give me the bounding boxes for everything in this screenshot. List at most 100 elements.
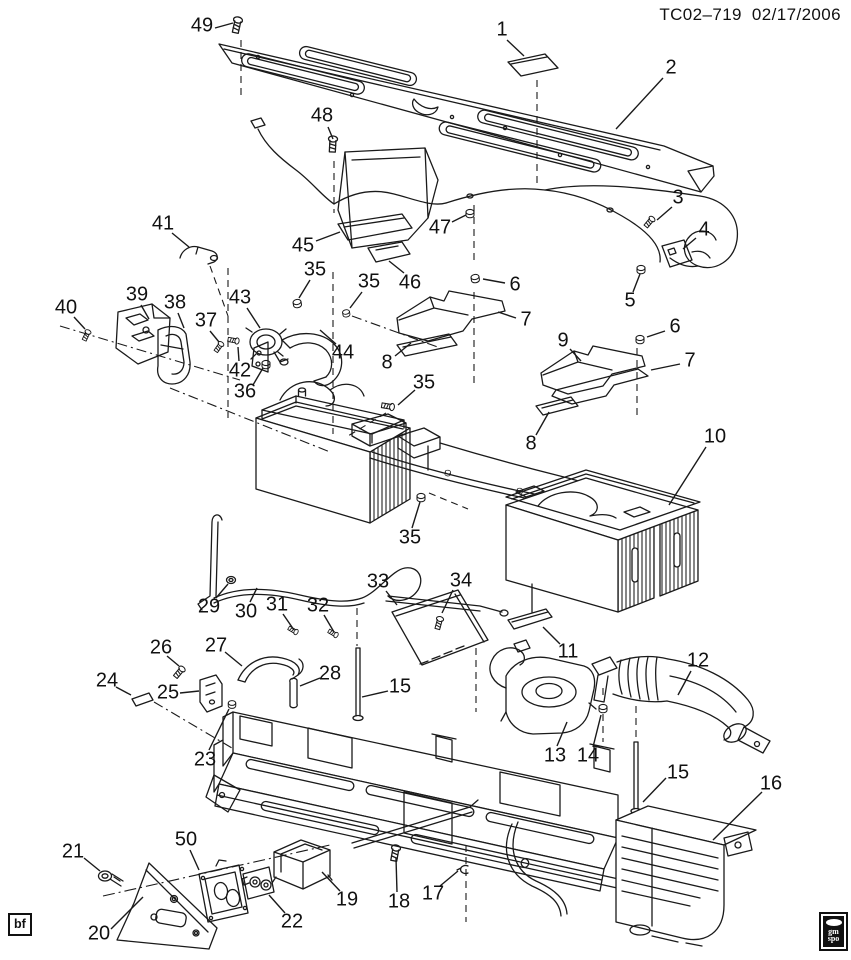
callout-23: 23 [193, 748, 217, 771]
callout-2: 2 [665, 56, 677, 79]
callout-7: 7 [520, 308, 532, 331]
leader-line-43 [246, 307, 261, 329]
callout-49: 49 [190, 14, 214, 37]
leader-line-35 [349, 291, 363, 309]
leader-line-4 [682, 237, 697, 250]
leader-line-9 [569, 348, 582, 362]
page-mark-bf: bf [8, 913, 32, 936]
gm-spo-logo: gm spo [819, 912, 848, 951]
part-solenoid-39 [115, 303, 171, 365]
part-support-bracket [337, 147, 439, 263]
part-warning-label [507, 53, 559, 77]
leader-line-22 [268, 894, 286, 914]
callout-22: 22 [280, 910, 304, 933]
leader-line-30 [249, 587, 258, 603]
callout-43: 43 [228, 286, 252, 309]
gm-logo-text-bottom: spo [827, 934, 840, 943]
callout-34: 34 [449, 569, 473, 592]
leader-line-24 [115, 686, 132, 696]
leader-line-7 [650, 363, 681, 371]
callout-27: 27 [204, 634, 228, 657]
leader-line-15 [642, 777, 667, 803]
callout-33: 33 [366, 570, 390, 593]
callout-39: 39 [125, 283, 149, 306]
callout-12: 12 [686, 649, 710, 672]
nut-6-right [635, 334, 645, 345]
leader-line-15 [361, 690, 389, 698]
leader-line-25 [179, 690, 200, 694]
leader-line-5 [632, 273, 641, 293]
leader-line-23 [208, 708, 230, 751]
part-hose-44 [251, 333, 343, 387]
callout-28: 28 [318, 662, 342, 685]
leader-line-37 [209, 330, 220, 343]
document-code: TC02–719 [659, 5, 742, 24]
part-connector-22 [241, 866, 275, 900]
part-connector-4 [661, 239, 711, 268]
callout-29: 29 [197, 595, 221, 618]
part-strap-11 [507, 608, 553, 630]
part-retainer-25 [199, 674, 223, 713]
part-clamp-7-right [551, 368, 649, 405]
leader-line-32 [323, 614, 335, 633]
callout-leaders [73, 22, 763, 930]
leader-line-2 [615, 77, 664, 130]
nut-14 [598, 703, 608, 714]
callout-38: 38 [163, 291, 187, 314]
leader-line-33 [385, 590, 398, 606]
leader-line-31 [282, 613, 295, 631]
callout-41: 41 [151, 212, 175, 235]
nut-36 [261, 359, 271, 370]
callout-6: 6 [669, 315, 681, 338]
part-plate-8-right [535, 396, 579, 416]
screw-42 [227, 335, 241, 345]
callout-24: 24 [95, 669, 119, 692]
callout-13: 13 [543, 744, 567, 767]
leader-line-26 [166, 655, 180, 667]
leader-line-8 [394, 342, 412, 357]
callout-15: 15 [666, 761, 690, 784]
leader-line-11 [542, 626, 561, 645]
leader-line-47 [451, 214, 467, 223]
callout-9: 9 [557, 329, 569, 352]
leader-line-48 [327, 126, 334, 140]
part-receptacle-19 [271, 839, 333, 890]
leader-line-50 [189, 849, 200, 871]
callout-26: 26 [149, 636, 173, 659]
callout-42: 42 [228, 359, 252, 382]
leader-line-29 [215, 583, 229, 599]
callout-35: 35 [412, 371, 436, 394]
nut-23 [227, 700, 237, 709]
leader-line-35 [298, 279, 311, 299]
callout-25: 25 [156, 681, 180, 704]
part-plate-8-mid [396, 333, 458, 357]
leader-line-20 [110, 896, 144, 930]
callout-6: 6 [509, 273, 521, 296]
callout-3: 3 [672, 186, 684, 209]
leader-line-49 [214, 22, 234, 29]
part-bracket-27 [237, 656, 304, 683]
part-clamp-7-mid [396, 290, 506, 342]
document-reference: TC02–719 02/17/2006 [659, 5, 841, 25]
callout-36: 36 [233, 380, 257, 403]
leader-line-34 [441, 589, 454, 614]
leader-line-6 [646, 330, 666, 338]
bolt-31 [286, 624, 300, 636]
leader-line-12 [677, 670, 692, 696]
callout-17: 17 [421, 882, 445, 905]
callout-15: 15 [388, 675, 412, 698]
callout-19: 19 [335, 888, 359, 911]
callout-40: 40 [54, 296, 78, 319]
screw-26 [172, 664, 187, 680]
callout-35: 35 [398, 526, 422, 549]
screw-37 [212, 340, 226, 354]
callout-1: 1 [496, 18, 508, 41]
part-rod-15-lower [630, 741, 642, 815]
nut-35-b [341, 308, 351, 319]
callout-31: 31 [265, 593, 289, 616]
leader-line-1 [506, 39, 525, 57]
callout-30: 30 [234, 600, 258, 623]
center-lines [59, 40, 638, 922]
